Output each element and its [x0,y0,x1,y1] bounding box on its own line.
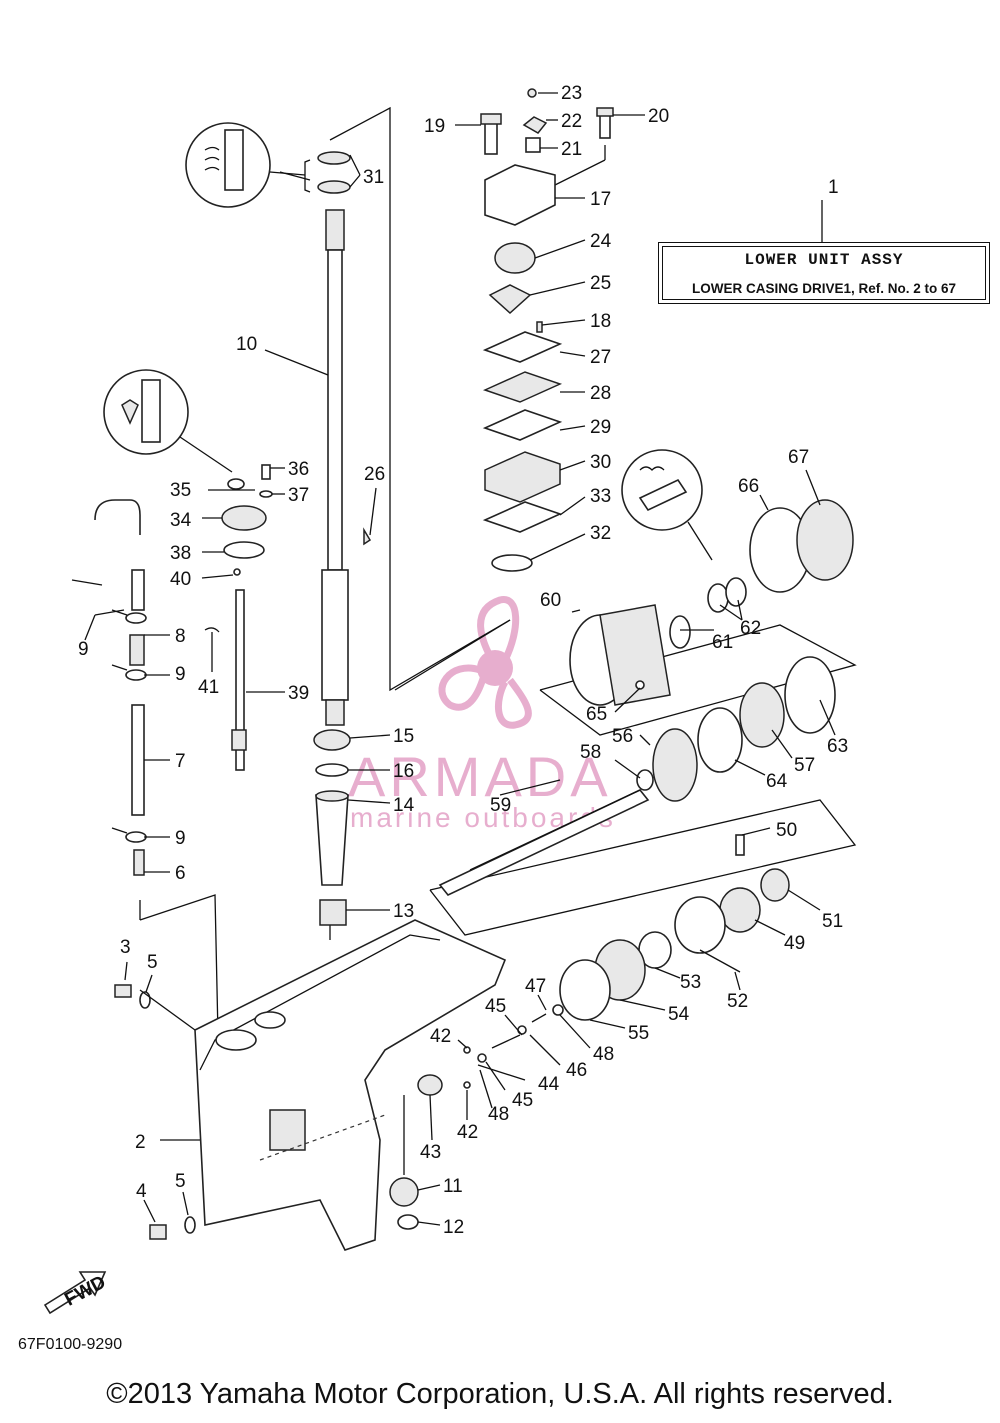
label-39: 39 [288,683,309,704]
label-25: 25 [590,273,611,294]
label-1: 1 [828,177,839,198]
label-67: 67 [788,447,809,468]
label-41: 41 [198,677,219,698]
armada-watermark: ARMADA marine outboards [348,596,613,833]
detail-callout-62 [621,449,713,561]
label-66: 66 [738,476,759,497]
label-47: 47 [525,976,546,997]
title-main: LOWER UNIT ASSY [744,251,904,269]
lower-casing [194,919,507,1251]
label-53: 53 [680,972,701,993]
drain-plugs [114,984,196,1240]
label-38: 38 [170,543,191,564]
drive-shaft-assembly [313,151,372,926]
copyright-notice: ©2013 Yamaha Motor Corporation, U.S.A. A… [106,1378,894,1410]
label-9: 9 [78,639,89,660]
label-24: 24 [590,231,612,252]
label-27: 27 [590,347,611,368]
label-60: 60 [540,590,561,611]
label-63: 63 [827,736,848,757]
detail-callout-31 [185,122,306,208]
label-48: 48 [488,1104,509,1125]
label-18: 18 [590,311,611,332]
label-9: 9 [175,828,186,849]
document-code: 67F0100-9290 [18,1336,123,1353]
watermark-brand: ARMADA [348,745,612,808]
label-45: 45 [485,996,506,1017]
label-42: 42 [430,1026,451,1047]
label-17: 17 [590,189,611,210]
water-pump-assembly [480,88,614,572]
fwd-arrow-icon: FWD [43,1271,109,1315]
label-61: 61 [712,632,733,653]
label-23: 23 [561,83,582,104]
label-42: 42 [457,1122,478,1143]
label-64: 64 [766,771,788,792]
label-10: 10 [236,334,257,355]
label-11: 11 [443,1176,463,1197]
label-8: 8 [175,626,186,647]
label-35: 35 [170,480,191,501]
label-9: 9 [175,664,186,685]
label-15: 15 [393,726,414,747]
part-labels: 1 2 3 4 5 5 6 7 8 9 9 9 10 11 12 13 14 1… [78,83,848,1238]
label-20: 20 [648,106,669,127]
label-29: 29 [590,417,611,438]
lower-unit-title-box: LOWER UNIT ASSY LOWER CASING DRIVE1, Ref… [658,242,990,304]
label-3: 3 [120,937,131,958]
label-57: 57 [794,755,815,776]
label-16: 16 [393,761,414,782]
label-2: 2 [135,1132,146,1153]
label-6: 6 [175,863,186,884]
label-30: 30 [590,452,611,473]
label-52: 52 [727,991,748,1012]
label-51: 51 [822,911,843,932]
label-22: 22 [561,111,582,132]
label-56: 56 [612,726,633,747]
label-33: 33 [590,486,611,507]
label-28: 28 [590,383,611,404]
label-21: 21 [561,139,582,160]
propeller-hub [477,650,513,686]
label-46: 46 [566,1060,587,1081]
label-12: 12 [443,1217,464,1238]
label-31: 31 [363,167,384,188]
label-36: 36 [288,459,309,480]
label-14: 14 [393,795,415,816]
title-sub: LOWER CASING DRIVE1, Ref. No. 2 to 67 [691,281,957,296]
detail-callout-35 [103,369,233,473]
label-37: 37 [288,485,309,506]
leader-lines [84,92,836,1226]
label-62: 62 [740,618,761,639]
label-13: 13 [393,901,414,922]
forward-gear-assembly [552,834,790,1021]
label-59: 59 [490,795,511,816]
label-43: 43 [420,1142,441,1163]
label-55: 55 [628,1023,649,1044]
label-4: 4 [136,1181,147,1202]
label-49: 49 [784,933,805,954]
label-48: 48 [593,1044,614,1065]
label-40: 40 [170,569,191,590]
label-50: 50 [776,820,797,841]
label-26: 26 [364,464,385,485]
label-45: 45 [512,1090,533,1111]
label-65: 65 [586,704,607,725]
label-54: 54 [668,1004,690,1025]
propeller-shaft-assembly [438,499,854,896]
label-5: 5 [175,1171,186,1192]
label-19: 19 [424,116,445,137]
label-34: 34 [170,510,192,531]
label-58: 58 [580,742,601,763]
label-32: 32 [590,523,611,544]
propeller-logo [438,596,532,729]
label-44: 44 [538,1074,560,1095]
label-7: 7 [175,751,186,772]
label-5: 5 [147,952,158,973]
guide-lines [139,106,857,1036]
